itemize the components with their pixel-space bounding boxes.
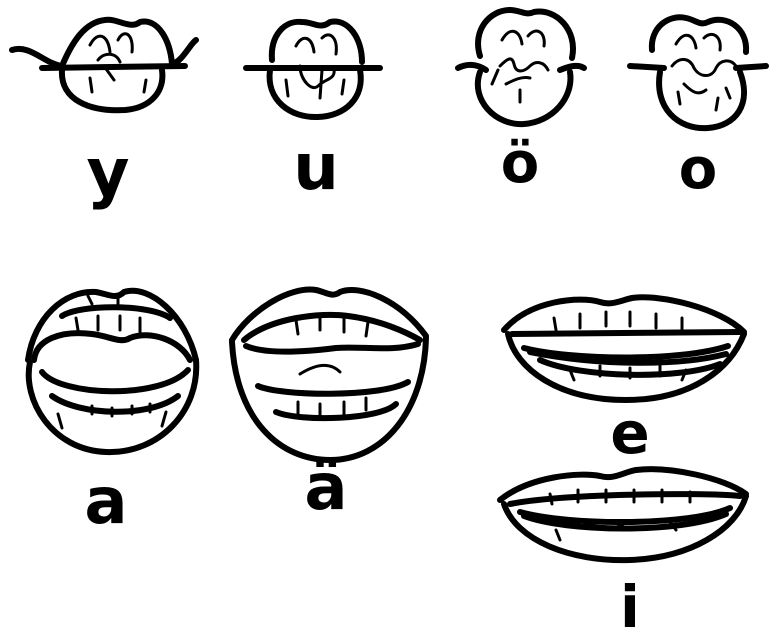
mouth-oe — [458, 10, 584, 124]
label-oe: ö — [480, 136, 560, 192]
mouth-a — [28, 291, 196, 452]
label-e: e — [590, 404, 670, 462]
label-u: u — [276, 136, 356, 200]
label-o: o — [658, 142, 738, 198]
mouth-i — [500, 469, 746, 560]
mouth-o — [630, 17, 766, 128]
mouth-y — [12, 20, 196, 110]
label-ae: ä — [286, 456, 366, 520]
mouth-ae — [232, 290, 426, 460]
label-i: i — [590, 578, 670, 636]
label-a: a — [66, 470, 146, 534]
label-y: y — [68, 140, 148, 206]
mouth-u — [246, 21, 380, 117]
mouth-e — [504, 297, 744, 400]
